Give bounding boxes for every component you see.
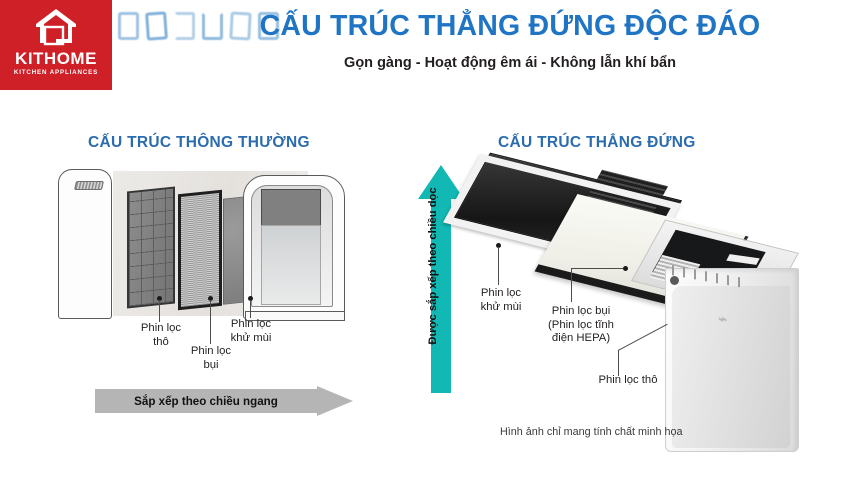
label-odor-filter-left: Phin lọc khử mùi <box>230 318 272 344</box>
illustration-disclaimer: Hình ảnh chỉ mang tính chất minh họa <box>500 426 683 438</box>
label-dust-filter-right: Phin lọc bụi (Phin lọc tĩnh điện HEPA) <box>548 305 614 344</box>
page-subtitle: Gọn gàng - Hoạt động êm ái - Không lẫn k… <box>344 55 676 71</box>
power-button-icon[interactable] <box>670 276 679 285</box>
page-title: CẤU TRÚC THẲNG ĐỨNG ĐỘC ĐÁO <box>259 10 761 42</box>
brand-name: KITHOME <box>15 49 97 68</box>
coarse-filter-panel <box>127 186 175 309</box>
conventional-structure-illustration <box>55 163 350 323</box>
watermark-glyph <box>145 11 168 41</box>
arrow-up-icon <box>418 165 464 393</box>
left-panel-heading: CẤU TRÚC THÔNG THƯỜNG <box>88 134 310 151</box>
purifier-chamber-left <box>261 225 321 305</box>
leader-line <box>498 247 500 285</box>
leader-dot <box>157 296 162 301</box>
leader-dot <box>623 266 628 271</box>
purifier-base-left <box>245 311 345 321</box>
leader-line <box>571 268 623 270</box>
brand-logo[interactable]: KITHOME KITCHEN APPLIANCES <box>0 0 112 90</box>
leader-line <box>159 300 161 322</box>
watermark-glyph <box>118 12 139 40</box>
leader-dot <box>248 296 253 301</box>
leader-dot <box>496 243 501 248</box>
horizontal-arrangement-arrow: Sắp xếp theo chiều ngang <box>95 386 353 416</box>
label-coarse-filter-left: Phin lọc thô <box>140 322 182 348</box>
horizontal-arrangement-label: Sắp xếp theo chiều ngang <box>134 394 278 408</box>
house-outline-icon <box>36 9 76 46</box>
brand-emblem-icon: ⌁ <box>717 311 727 328</box>
leader-line <box>250 300 252 318</box>
leader-line <box>618 350 620 376</box>
brand-tagline: KITCHEN APPLIANCES <box>13 69 99 76</box>
arrow-right-icon <box>95 386 353 416</box>
label-dust-filter-left: Phin lọc bụi <box>190 345 232 371</box>
vertical-structure-illustration: Được sắp xếp theo chiều dọc ⌁ <box>410 152 850 460</box>
page-header: KITHOME KITCHEN APPLIANCES CẤU TRÚC THẲN… <box>0 0 850 100</box>
leader-dot <box>208 296 213 301</box>
label-coarse-filter-right: Phin lọc thô <box>598 374 658 386</box>
label-odor-filter-right: Phin lọc khử mùi <box>480 287 522 313</box>
leader-line <box>571 268 573 302</box>
purifier-front-panel <box>672 286 790 448</box>
leader-line <box>210 300 212 344</box>
dust-filter-panel <box>178 189 222 311</box>
vertical-arrangement-arrow <box>418 165 464 393</box>
vent-grill-icon <box>74 181 104 190</box>
vertical-arrangement-label: Được sắp xếp theo chiều dọc <box>427 187 439 345</box>
right-panel-heading: CẤU TRÚC THẲNG ĐỨNG <box>498 134 696 151</box>
purifier-fan-module-left <box>261 189 321 227</box>
purifier-outer-shell-left <box>58 169 112 319</box>
